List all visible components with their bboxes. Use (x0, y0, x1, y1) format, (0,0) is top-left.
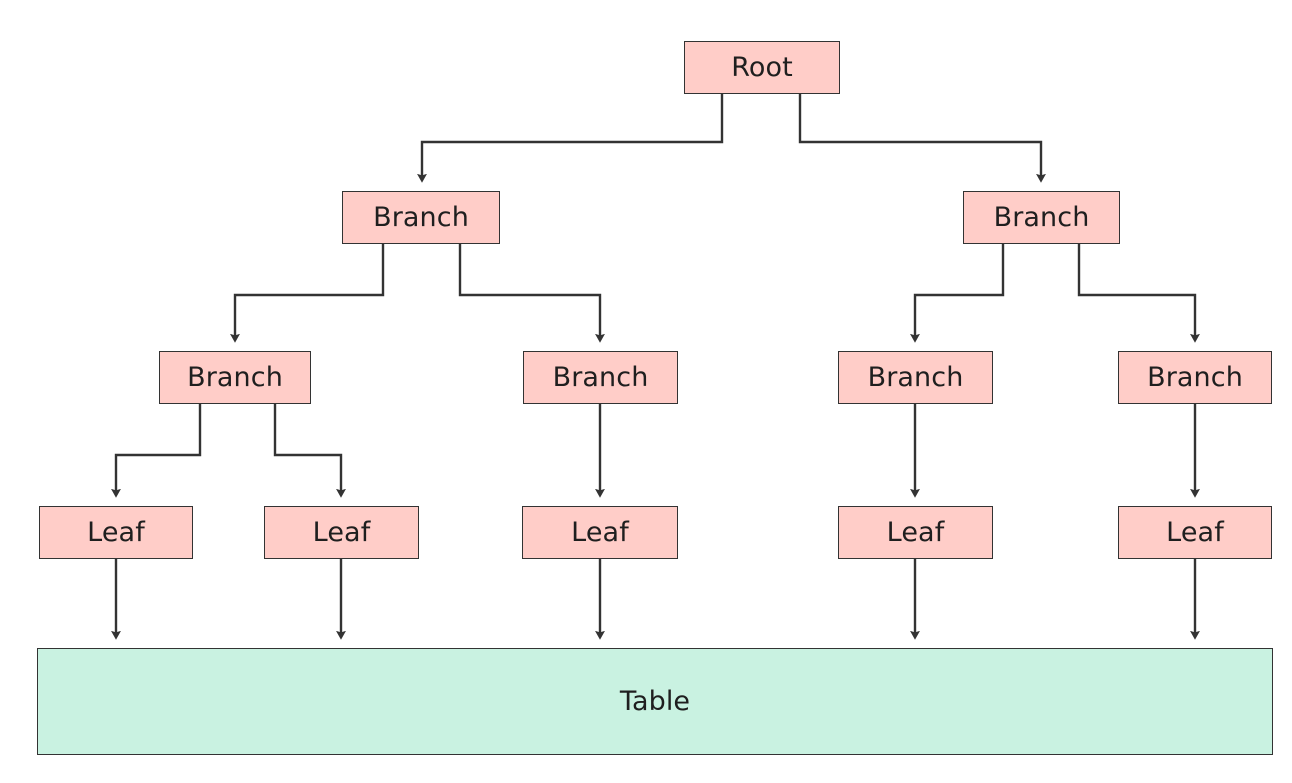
edge-branch-right-to-b5 (910, 244, 1005, 343)
node-b3-label: Branch (187, 362, 283, 393)
node-b3[interactable]: Branch (159, 351, 311, 404)
node-l4-label: Leaf (886, 517, 945, 548)
node-l1[interactable]: Leaf (39, 506, 193, 559)
node-table[interactable]: Table (37, 648, 1273, 755)
edge-branch-left-to-b3 (230, 244, 385, 343)
edge-b3-to-leaf2 (273, 404, 346, 498)
node-l2[interactable]: Leaf (264, 506, 419, 559)
node-l1-label: Leaf (87, 517, 145, 548)
node-l3-label: Leaf (571, 517, 629, 548)
node-root[interactable]: Root (684, 41, 840, 94)
node-b2-label: Branch (993, 202, 1090, 233)
edge-root-to-branch-left (417, 94, 724, 183)
edge-b3-to-leaf1 (111, 404, 202, 498)
node-b4-label: Branch (552, 362, 649, 393)
node-root-label: Root (731, 52, 793, 83)
node-b1-label: Branch (373, 202, 469, 233)
node-b5[interactable]: Branch (838, 351, 993, 404)
edge-branch-right-to-b6 (1077, 244, 1200, 343)
node-b6[interactable]: Branch (1118, 351, 1272, 404)
node-l3[interactable]: Leaf (522, 506, 678, 559)
edge-branch-left-to-b4 (458, 244, 605, 343)
node-b5-label: Branch (867, 362, 964, 393)
node-b1[interactable]: Branch (342, 191, 500, 244)
node-l4[interactable]: Leaf (838, 506, 993, 559)
node-l2-label: Leaf (312, 517, 371, 548)
node-l5-label: Leaf (1166, 517, 1224, 548)
node-b6-label: Branch (1147, 362, 1243, 393)
node-l5[interactable]: Leaf (1118, 506, 1272, 559)
node-table-label: Table (619, 686, 691, 717)
node-b4[interactable]: Branch (523, 351, 678, 404)
edge-root-to-branch-right (798, 94, 1046, 183)
node-b2[interactable]: Branch (963, 191, 1120, 244)
